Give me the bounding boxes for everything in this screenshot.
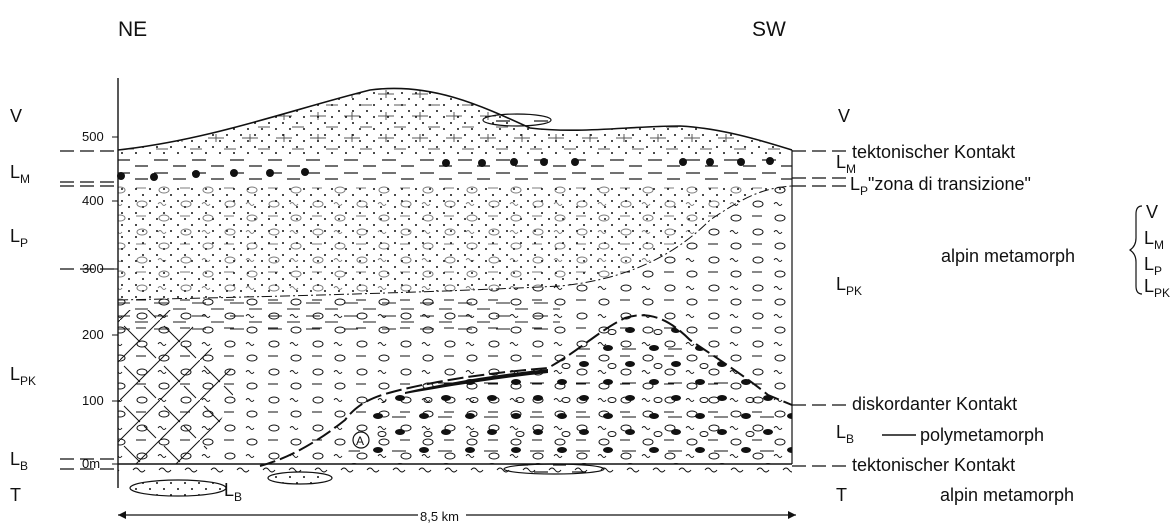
lm-dots: [117, 157, 774, 181]
orientation-sw: SW: [752, 18, 786, 41]
section-layers: [117, 87, 793, 497]
bracket-item: LP: [1144, 254, 1162, 278]
scale-bar: 8,5 km: [118, 509, 796, 524]
contact-bottom-label: tektonischer Kontakt: [852, 455, 1015, 475]
layer-lp-ovals: [118, 184, 792, 300]
bracket-item: LPK: [1144, 276, 1170, 300]
lb-dome: [330, 315, 792, 464]
unit-label-lp: LP: [10, 226, 28, 250]
boundary-lines: [60, 150, 850, 470]
bracket-item: LM: [1144, 228, 1164, 252]
layer-v-texture: [118, 88, 792, 156]
marker-a: A: [352, 431, 370, 449]
contact-discordant-label: diskordanter Kontakt: [852, 394, 1017, 414]
bracket-item: V: [1146, 202, 1158, 222]
right-unit-labels: V LM LP"zona di transizione" LPK LB T: [836, 106, 1031, 505]
y-tick-label: 500: [82, 129, 104, 144]
t-lens: [129, 479, 227, 497]
layer-lm: [118, 156, 792, 184]
unit-label-lpk: LPK: [10, 364, 36, 388]
crosshatch-unit: [118, 310, 240, 464]
orientation-ne: NE: [118, 18, 147, 41]
y-tick-label: 200: [82, 327, 104, 342]
unit-label-lb: LB: [10, 449, 28, 473]
y-tick-label: 0m: [82, 456, 100, 471]
lens-label-lb: LB: [224, 480, 242, 504]
contact-top-label: tektonischer Kontakt: [852, 142, 1015, 162]
layer-t: [118, 466, 792, 474]
brace-icon: [1128, 205, 1143, 295]
unit-label-t: T: [836, 485, 847, 505]
layer-lpk-dash: [118, 300, 560, 330]
y-axis: 500 400 300 200 100 0m: [82, 78, 119, 488]
alpine-metamorph-bottom-label: alpin metamorph: [940, 485, 1074, 505]
unit-label-v: V: [10, 106, 22, 126]
discordant-contact-line: [259, 314, 793, 467]
unit-label-lp: LP"zona di transizione": [850, 174, 1031, 198]
alpine-metamorph-label: alpin metamorph: [941, 246, 1075, 266]
black-lens: [405, 369, 548, 394]
y-tick-label: 400: [82, 193, 104, 208]
scale-label: 8,5 km: [420, 509, 459, 524]
unit-label-lb: LB: [836, 422, 854, 446]
unit-label-lm: LM: [836, 152, 856, 176]
t-lens: [503, 463, 605, 475]
y-tick-label: 100: [82, 393, 104, 408]
t-lens: [267, 471, 333, 485]
unit-label-v: V: [838, 106, 850, 126]
v-lens: [482, 113, 552, 127]
left-unit-labels: V LM LP LPK LB T: [10, 106, 36, 505]
svg-text:A: A: [356, 434, 364, 448]
unit-label-lm: LM: [10, 162, 30, 186]
unit-label-t: T: [10, 485, 21, 505]
polymetamorph-label: polymetamorph: [920, 425, 1044, 445]
unit-label-lpk: LPK: [836, 274, 862, 298]
